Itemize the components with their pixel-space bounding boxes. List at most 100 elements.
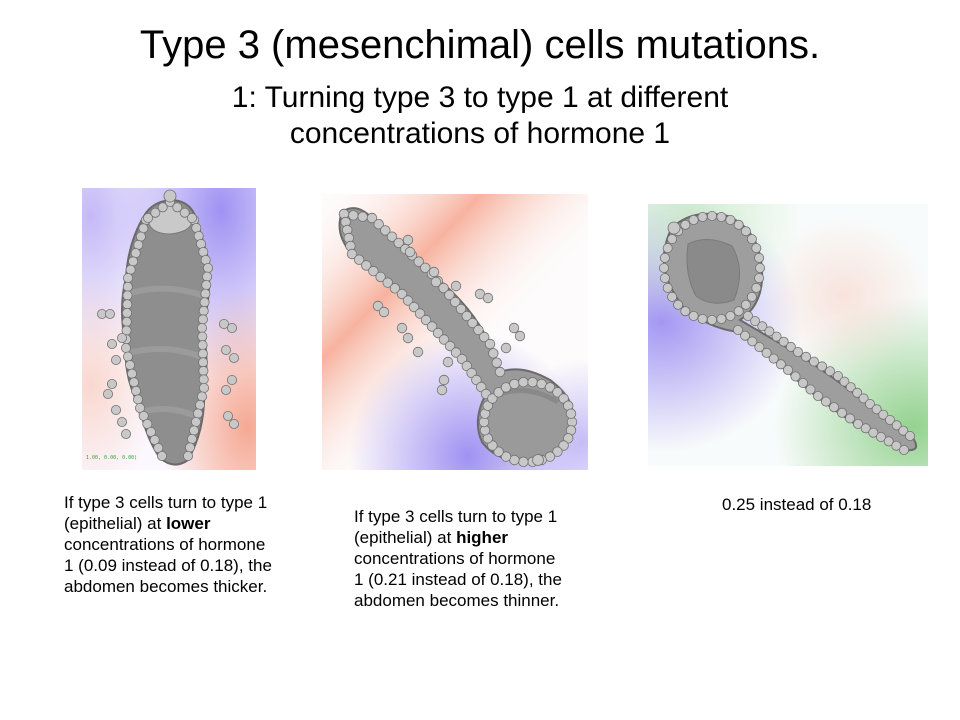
cell-sphere: [747, 336, 758, 347]
cell-sphere: [438, 374, 450, 386]
cell-sphere: [544, 382, 556, 393]
simulation-image-lower-svg: 1.00, 0.00, 0.00): [82, 188, 256, 470]
cell-sphere: [754, 252, 765, 263]
cell-sphere: [839, 376, 850, 387]
cell-sphere: [707, 211, 718, 221]
cell-sphere: [860, 423, 871, 434]
cell-sphere: [500, 451, 512, 462]
cell-sphere: [436, 384, 448, 396]
cell-sphere: [743, 311, 754, 322]
cell-sphere: [680, 306, 691, 317]
cell-sphere: [845, 382, 856, 393]
cell-sphere: [487, 393, 498, 404]
cell-sphere: [812, 390, 823, 401]
cell-sphere: [357, 211, 368, 222]
cell-sphere: [488, 348, 499, 359]
cell-sphere: [197, 331, 208, 342]
cell-sphere: [420, 314, 432, 326]
cell-sphere: [198, 365, 209, 376]
cell-sphere: [707, 315, 718, 326]
simulation-image-025-svg: [648, 204, 928, 466]
cell-sphere: [455, 303, 467, 315]
cell-sphere: [662, 243, 673, 254]
cell-sphere: [450, 347, 462, 358]
cell-sphere: [552, 446, 563, 457]
cell-sphere: [198, 374, 209, 385]
slide-subtitle-line-2: concentrations of hormone 1: [289, 117, 671, 150]
cell-sphere: [491, 357, 502, 368]
cell-sphere: [195, 399, 206, 410]
cell-sphere: [123, 273, 134, 284]
simulation-image-higher-svg: [322, 194, 588, 470]
cell-sphere: [473, 324, 484, 336]
cell-sphere: [868, 427, 879, 438]
cell-sphere: [444, 289, 455, 301]
cell-sphere: [667, 221, 681, 235]
cell-sphere: [792, 346, 803, 357]
cell-sphere: [438, 334, 450, 345]
cell-sphere: [444, 340, 456, 352]
cell-sphere: [754, 342, 765, 353]
cell-sphere: [420, 262, 431, 274]
cell-sphere: [898, 425, 909, 436]
cell-sphere: [142, 418, 153, 429]
caption-lower-bold: lower: [166, 514, 211, 533]
cell-sphere: [558, 440, 569, 451]
cell-sphere: [122, 299, 133, 310]
cell-sphere: [733, 219, 744, 230]
cell-sphere: [106, 378, 117, 389]
cell-sphere: [509, 378, 520, 390]
cell-sphere: [751, 243, 762, 254]
cell-sphere: [852, 418, 863, 429]
cell-sphere: [493, 446, 504, 457]
cell-sphere: [891, 420, 902, 431]
cell-sphere: [790, 371, 801, 382]
cell-sphere: [348, 210, 359, 221]
cell-sphere: [884, 414, 895, 425]
cell-sphere: [754, 273, 765, 284]
cell-sphere: [200, 288, 211, 299]
cell-sphere: [438, 282, 449, 294]
cell-sphere: [133, 239, 144, 250]
cell-sphere: [858, 393, 869, 404]
cell-sphere: [121, 316, 132, 327]
cell-sphere: [662, 282, 673, 293]
cell-sphere: [143, 212, 154, 223]
cell-sphere: [740, 226, 751, 237]
cell-sphere: [740, 299, 751, 310]
cell-sphere: [527, 376, 538, 388]
cell-sphere: [201, 280, 212, 291]
cell-sphere: [864, 398, 875, 409]
cell-sphere: [125, 360, 136, 371]
cell-sphere: [127, 368, 138, 379]
cell-sphere: [193, 408, 204, 419]
cell-sphere: [189, 425, 200, 436]
cell-sphere: [121, 428, 132, 439]
cell-sphere: [121, 342, 132, 353]
cell-sphere: [402, 332, 414, 344]
cell-sphere: [680, 219, 691, 230]
cell-sphere: [688, 311, 699, 322]
cell-sphere: [808, 356, 819, 367]
cell-sphere: [667, 291, 678, 302]
cell-sphere: [131, 385, 142, 396]
cell-sphere: [106, 338, 117, 349]
cell-sphere: [138, 223, 149, 234]
simulation-image-025: [648, 204, 928, 466]
cell-sphere: [366, 212, 378, 224]
cell-sphere: [128, 256, 139, 267]
cell-sphere: [565, 408, 577, 419]
cell-sphere: [197, 322, 208, 333]
cell-sphere: [117, 416, 128, 427]
cell-sphere: [442, 356, 454, 368]
cell-sphere: [104, 309, 115, 320]
cell-sphere: [836, 407, 847, 418]
cell-sphere: [402, 234, 414, 246]
cell-sphere: [484, 338, 496, 350]
cell-sphere: [552, 387, 563, 398]
cell-sphere: [852, 387, 863, 398]
cell-sphere: [110, 354, 121, 365]
cell-sphere: [746, 234, 757, 245]
caption-025-text: 0.25 instead of 0.18: [722, 495, 872, 514]
cell-sphere: [183, 450, 194, 461]
